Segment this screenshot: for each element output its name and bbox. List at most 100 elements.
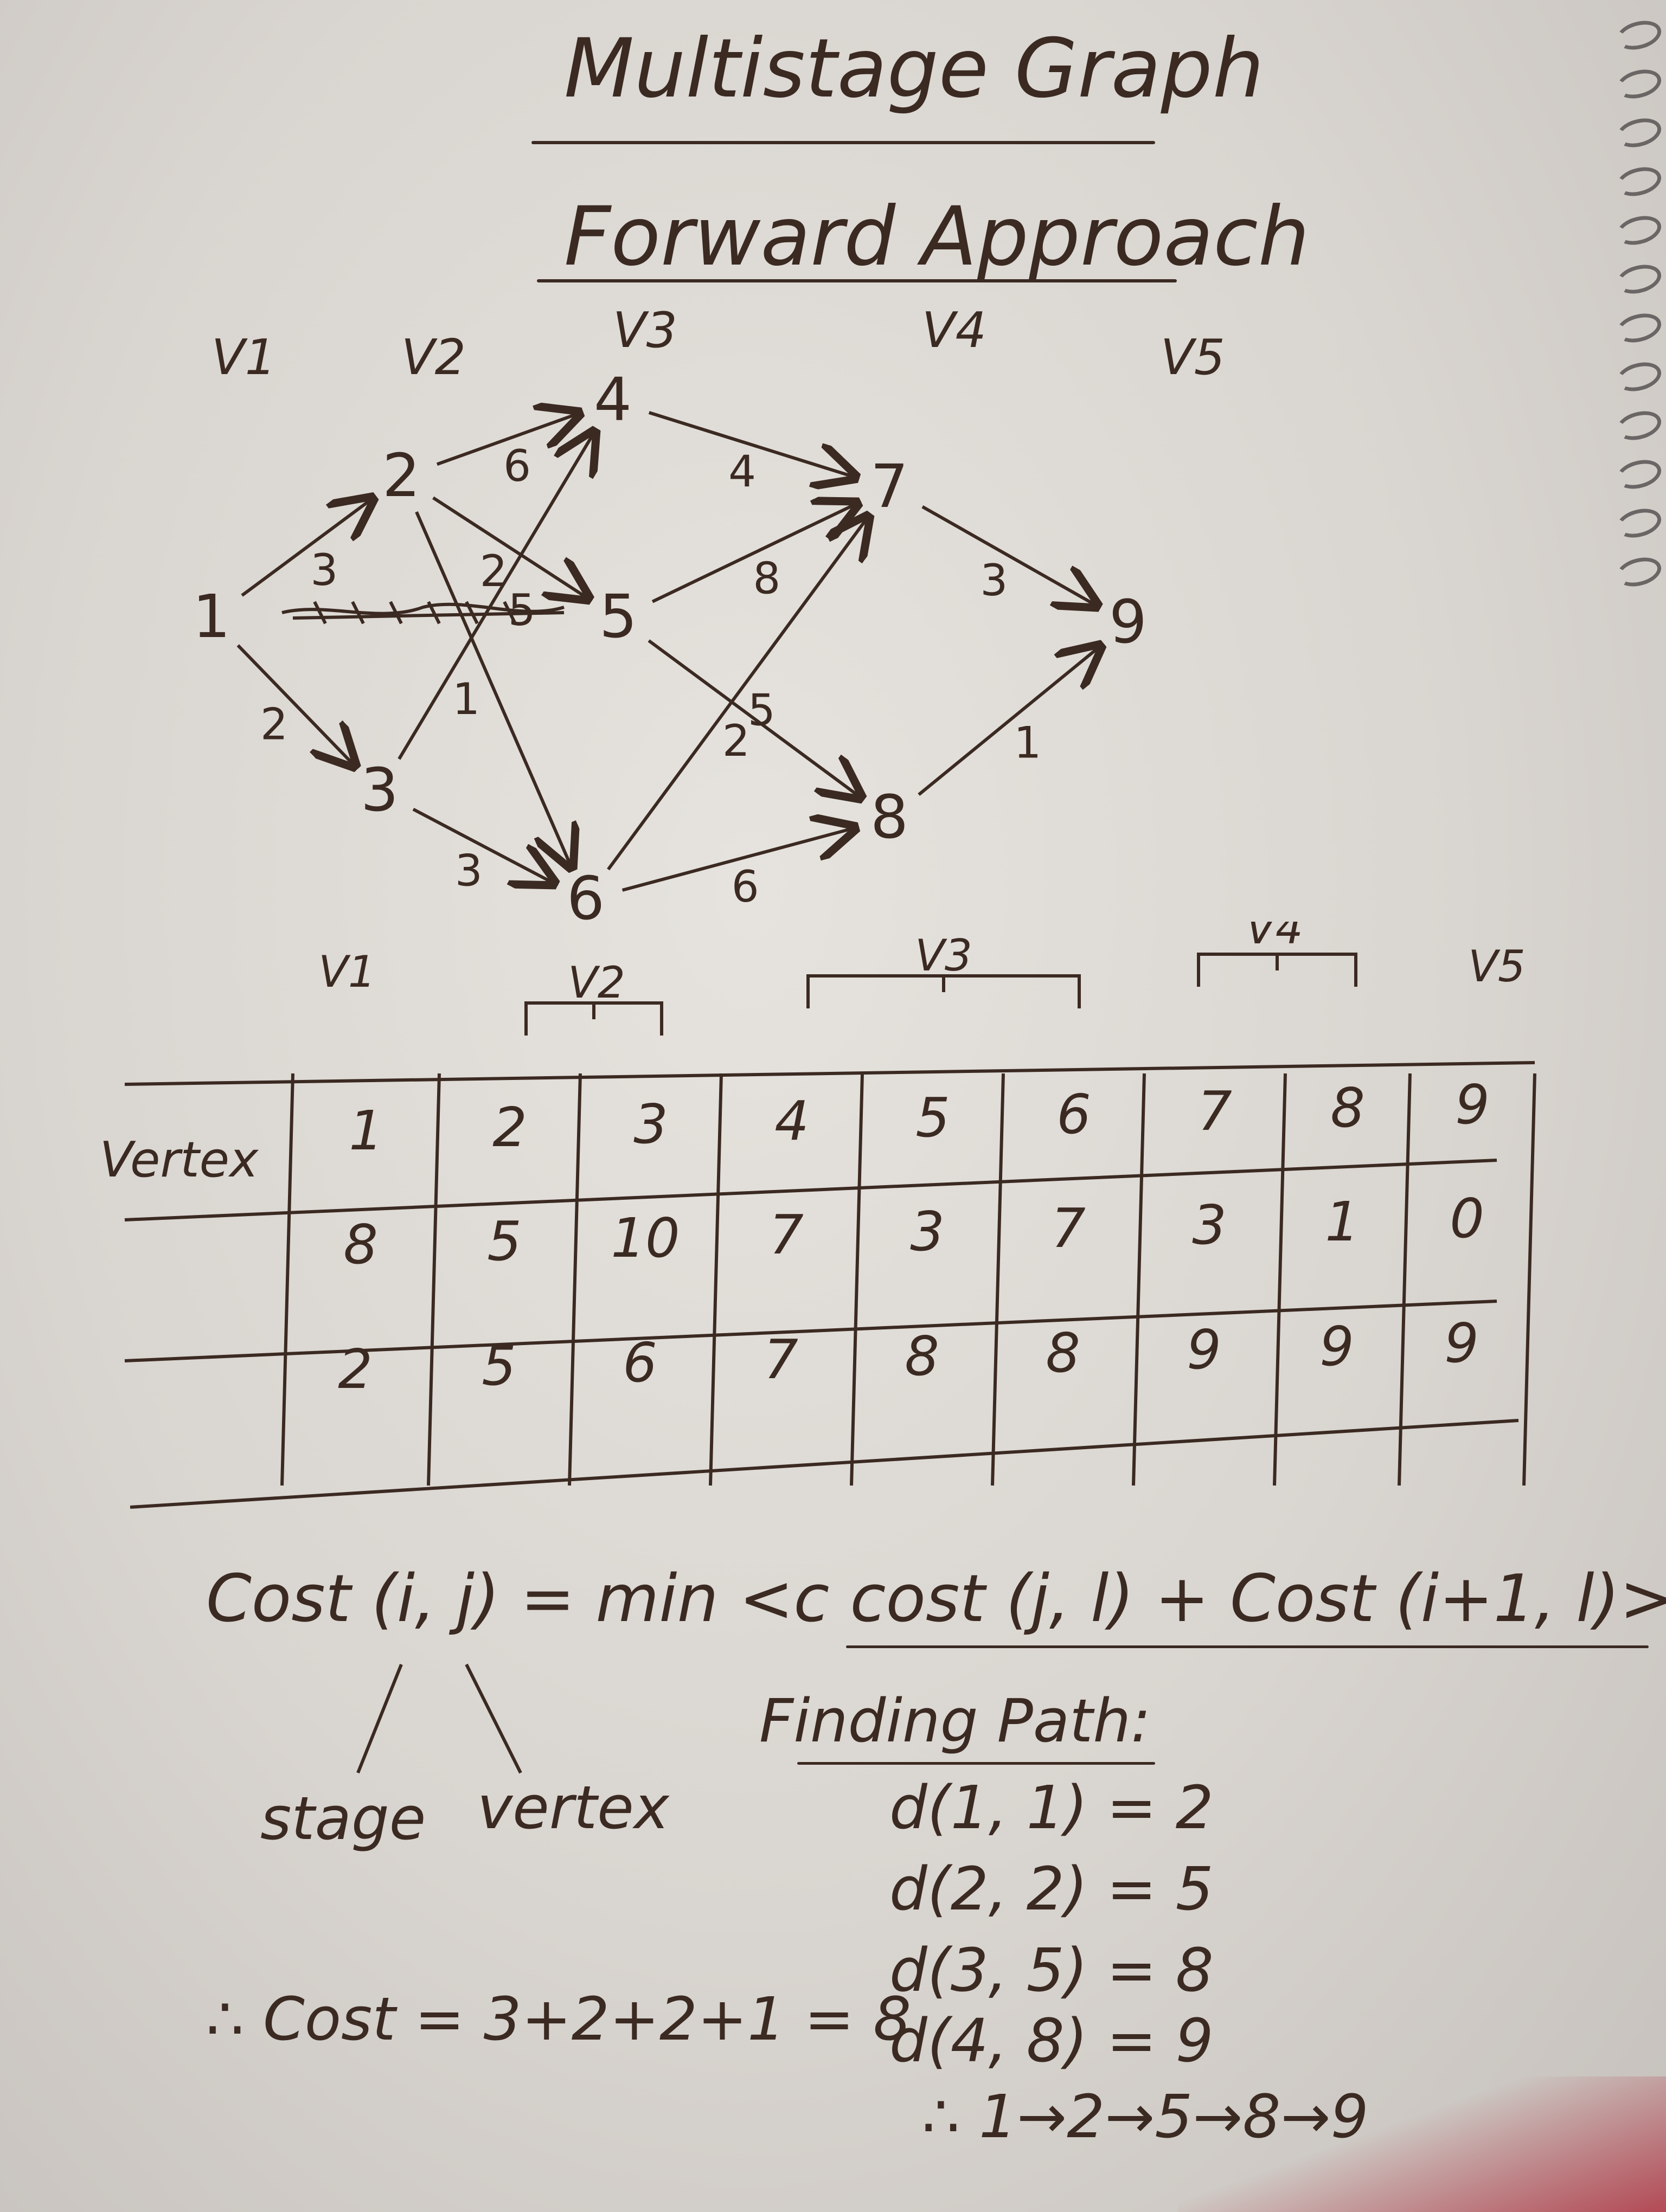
edge-weight-5-7: 8 <box>753 554 780 604</box>
table-cell: 9 <box>1319 1315 1354 1378</box>
edge-weight-3-6: 3 <box>455 846 483 896</box>
edge-3-4 <box>398 434 593 760</box>
table-row-line <box>130 1419 1519 1509</box>
edge-4-7 <box>648 411 853 477</box>
table-cell: 2 <box>338 1338 373 1401</box>
table-col-line <box>1273 1073 1287 1486</box>
table-col-line <box>427 1073 441 1486</box>
stage-bracket <box>1197 953 1357 987</box>
finding-path-heading: Finding Path: <box>759 1686 1151 1756</box>
edge-6-7 <box>607 518 867 871</box>
table-cell: 0 <box>1450 1187 1484 1250</box>
node-2: 2 <box>382 441 420 510</box>
edge-weight-2-6: 1 <box>452 674 480 724</box>
stage-label-v4: V4 <box>922 302 986 359</box>
table-group-label: V2 <box>568 957 625 1008</box>
stage-label-v3: V3 <box>613 302 677 359</box>
table-col-line <box>280 1073 294 1486</box>
node-6: 6 <box>567 864 605 933</box>
node-7: 7 <box>870 452 908 521</box>
heading-underline <box>797 1762 1155 1765</box>
table-cell: 9 <box>1187 1318 1221 1381</box>
table-cell: 5 <box>482 1334 516 1398</box>
path-step: d(2, 2) = 5 <box>889 1854 1214 1924</box>
edge-8-9 <box>918 647 1099 796</box>
edge-5-8 <box>648 639 858 796</box>
path-step: d(3, 5) = 8 <box>889 1935 1214 2005</box>
total-cost: ∴ Cost = 3+2+2+1 = 8 <box>206 1984 912 2054</box>
table-col-line <box>1132 1073 1146 1486</box>
node-3: 3 <box>361 755 399 825</box>
table-cell: 7 <box>764 1328 798 1391</box>
table-col-line <box>991 1073 1005 1486</box>
page-title: Multistage Graph <box>564 22 1264 116</box>
crossed-out-edge <box>281 601 565 625</box>
cost-formula: Cost (i, j) = min <c cost (j, l) + Cost … <box>206 1561 1666 1637</box>
table-cell: 3 <box>1192 1193 1227 1257</box>
table-row-header: Vertex <box>100 1131 259 1188</box>
node-5: 5 <box>599 582 637 651</box>
stage-label-v5: V5 <box>1161 329 1225 386</box>
stage-label-v2: V2 <box>401 329 466 386</box>
edge-weight-7-9: 3 <box>980 555 1008 606</box>
table-row-line <box>124 1159 1497 1221</box>
edge-7-9 <box>921 505 1095 605</box>
table-col-line <box>1522 1073 1536 1486</box>
stage-bracket <box>524 1001 663 1036</box>
table-cell: 2 <box>492 1096 527 1159</box>
vertex-label: vertex <box>477 1773 669 1842</box>
edge-1-2 <box>241 500 371 597</box>
table-cell: 7 <box>769 1203 804 1266</box>
edge-5-7 <box>651 504 855 603</box>
table-cell: 5 <box>487 1210 522 1273</box>
table-row-line <box>124 1061 1535 1086</box>
table-cell: 9 <box>1455 1073 1490 1136</box>
table-cell: 5 <box>915 1086 950 1149</box>
edge-3-6 <box>412 807 552 883</box>
table-cell: 8 <box>343 1213 378 1276</box>
table-row-line <box>124 1300 1497 1362</box>
formula-pointers <box>356 1663 522 1774</box>
table-group-label: V5 <box>1468 941 1526 992</box>
edge-weight-6-8: 6 <box>732 861 759 912</box>
edge-weight-2-5: 2 <box>480 546 508 596</box>
path-step: d(1, 1) = 2 <box>889 1773 1214 1842</box>
table-group-label: V4 <box>1246 922 1303 954</box>
table-cell: 3 <box>633 1092 668 1156</box>
edge-2-6 <box>415 511 571 865</box>
edge-weight-2-4: 6 <box>503 441 531 491</box>
table-cell: 6 <box>1056 1083 1091 1146</box>
edge-weight-6-7: 5 <box>748 685 776 736</box>
subtitle-underline <box>537 279 1177 282</box>
edge-6-8 <box>621 828 853 892</box>
stage-label-v1: V1 <box>212 329 276 386</box>
table-cell: 8 <box>905 1324 939 1388</box>
table-cell: 10 <box>611 1206 680 1270</box>
page-subtitle: Forward Approach <box>564 190 1310 284</box>
background-fabric <box>1178 2076 1666 2212</box>
edge-1-3 <box>236 644 354 764</box>
edge-weight-1-3: 2 <box>260 699 288 749</box>
edge-weight-5-8: 2 <box>722 716 750 766</box>
table-group-label: V3 <box>915 930 972 981</box>
edge-2-4 <box>436 414 577 466</box>
table-cell: 4 <box>774 1089 809 1153</box>
stage-bracket <box>806 974 1081 1008</box>
stage-label: stage <box>260 1784 426 1853</box>
formula-underline <box>846 1645 1649 1648</box>
title-underline <box>531 141 1155 144</box>
node-4: 4 <box>594 365 632 434</box>
node-8: 8 <box>870 782 908 852</box>
table-cell: 7 <box>1197 1079 1232 1143</box>
edge-weight-8-9: 1 <box>1014 718 1041 768</box>
node-9: 9 <box>1109 587 1147 657</box>
node-1: 1 <box>193 582 230 651</box>
table-cell: 8 <box>1330 1076 1365 1140</box>
table-col-line <box>1398 1073 1412 1486</box>
table-col-line <box>709 1073 723 1486</box>
table-cell: 3 <box>910 1200 945 1263</box>
table-cell: 1 <box>1325 1190 1360 1253</box>
path-step: d(4, 8) = 9 <box>889 2006 1214 2075</box>
